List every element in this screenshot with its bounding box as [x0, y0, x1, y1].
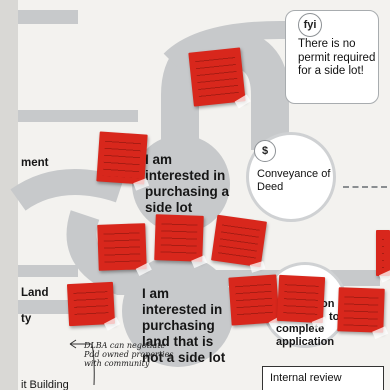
internal-review-box: [262, 366, 384, 390]
internal-review-label: Internal review: [270, 372, 342, 384]
board-left-edge: [0, 0, 18, 390]
left-label-land: Land: [21, 287, 49, 299]
left-label-ment: ment: [21, 157, 49, 169]
dollar-icon: $: [254, 140, 276, 162]
application-text-application: application: [276, 336, 335, 348]
dashed-connector: [343, 186, 387, 188]
sticky-note[interactable]: [376, 230, 390, 276]
application-text-to: to: [329, 311, 340, 323]
application-text-on: on: [321, 298, 335, 310]
step-label-not-side-lot: I am interested in purchasing land that …: [142, 286, 226, 365]
left-label-it-building: it Building: [21, 379, 69, 390]
application-text-complete: complete: [276, 323, 325, 335]
handwritten-note: DLBA can negotiate Pdd owned properties …: [84, 341, 174, 368]
fyi-text: There is no permit required for a side l…: [298, 38, 376, 77]
fyi-tag: fyi: [298, 13, 322, 37]
conveyance-label: Conveyance of Deed: [257, 168, 331, 193]
step-label-side-lot: I am interested in purchasing a side lot: [145, 152, 230, 215]
left-label-ty: ty: [21, 313, 32, 325]
